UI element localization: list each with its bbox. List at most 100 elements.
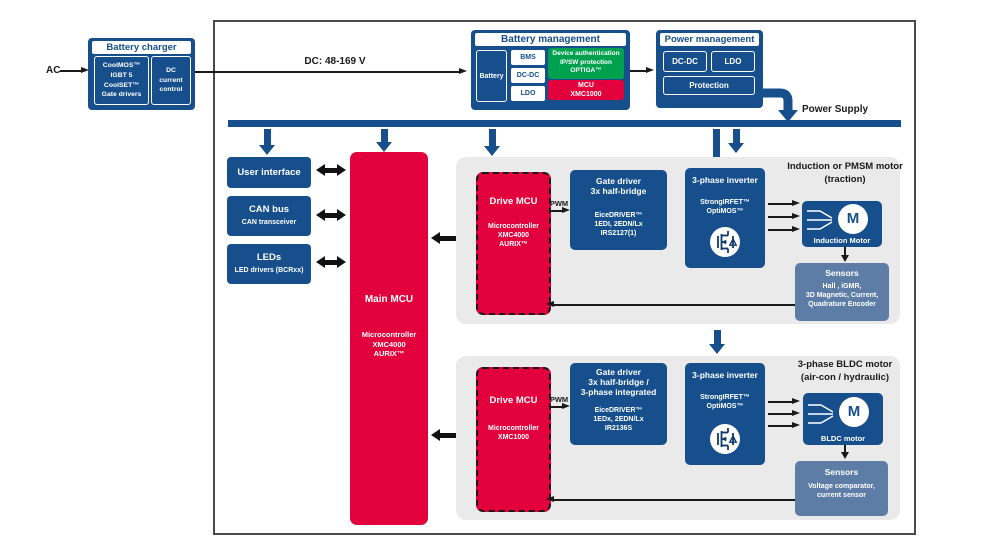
inv1-motor-arrowhead2-icon <box>792 213 800 219</box>
sensors1-title: Sensors <box>825 268 859 278</box>
charger-semiconductors-box: CoolMOS™ IGBT 5 CoolSET™ Gate drivers <box>94 56 149 105</box>
can-bus-block: CAN bus CAN transceiver <box>227 196 311 236</box>
bm-to-pm-line <box>630 70 648 72</box>
drive-mcu2-block: Drive MCU Microcontroller XMC1000 <box>476 367 551 512</box>
bms-box: BMS <box>511 50 545 65</box>
ui-mainmcu-arrow <box>316 164 346 176</box>
sensors1-feedback-arrowhead-icon <box>546 301 554 307</box>
induction-motor-block: M Induction Motor <box>802 201 882 247</box>
inv2-motor-line2 <box>768 413 794 415</box>
inv1-motor-line3 <box>768 229 794 231</box>
motor2-sensors-line <box>844 445 846 453</box>
battery-charger-title: Battery charger <box>92 41 191 54</box>
power-supply-bus <box>228 120 901 127</box>
drive-mcu1-block: Drive MCU Microcontroller XMC4000 AURIX™ <box>476 172 551 315</box>
bus-drop-inverter-arrowhead-icon <box>728 143 744 153</box>
inv1-motor-arrowhead3-icon <box>792 226 800 232</box>
inv2-motor-line1 <box>768 401 794 403</box>
drive-mcu1-title: Drive MCU <box>489 196 538 207</box>
battery-management-title: Battery management <box>475 33 626 46</box>
inv2-motor-arrowhead1-icon <box>792 398 800 404</box>
inv2-motor-arrowhead3-icon <box>792 422 800 428</box>
pwm2-line <box>549 406 564 408</box>
bm-mcu-box: MCU XMC1000 <box>548 80 624 100</box>
power-management-block: Power management DC-DC LDO Protection <box>656 30 763 108</box>
motor1-m-icon: M <box>838 204 868 234</box>
bm-ldo-box: LDO <box>511 86 545 101</box>
leds-sub: LED drivers (BCRxx) <box>234 267 304 274</box>
inverter2-block: 3-phase inverter StrongIRFET™ OptiMOS™ <box>685 363 765 465</box>
motor2-sensors-arrowhead-icon <box>841 452 849 459</box>
motor1-sensors-line <box>844 247 846 256</box>
inverter1-title: 3-phase inverter <box>692 175 758 185</box>
main-mcu-block: Main MCU Microcontroller XMC4000 AURIX™ <box>350 152 428 525</box>
sensors1-feedback-line <box>553 304 795 306</box>
user-interface-block: User interface <box>227 157 311 188</box>
user-interface-label: User interface <box>237 167 301 178</box>
gate-driver2-title: Gate driver 3x half-bridge / 3-phase int… <box>580 367 657 397</box>
bus-drop-mainmcu-arrowhead-icon <box>376 142 392 152</box>
ac-line <box>60 70 84 72</box>
battery-box: Battery <box>476 50 507 102</box>
inverter1-block: 3-phase inverter StrongIRFET™ OptiMOS™ <box>685 168 765 268</box>
sensors2-sub: Voltage comparator, current sensor <box>808 483 875 499</box>
optiga-security-box: Device authentication IP/SW protection O… <box>548 48 624 79</box>
bus-drop-panel1-arrowhead-icon <box>484 146 500 156</box>
gate-driver2-sub: EiceDRIVER™ 1EDx, 2EDN/Lx IR2136S <box>593 407 644 432</box>
gate-driver2-block: Gate driver 3x half-bridge / 3-phase int… <box>570 363 667 445</box>
main-mcu-sub: Microcontroller XMC4000 AURIX™ <box>361 330 417 358</box>
gate-driver1-sub: EiceDRIVER™ 1EDI, 2EDN/Lx IRS2127(1) <box>594 212 643 237</box>
sensors2-block: Sensors Voltage comparator, current sens… <box>795 461 888 516</box>
pwm2-arrowhead-icon <box>562 403 570 409</box>
pwm2-label: PWM <box>549 395 569 404</box>
pm-ldo-box: LDO <box>711 51 755 72</box>
bldc-heading: 3-phase BLDC motor (air-con / hydraulic) <box>797 359 893 383</box>
inv2-motor-arrowhead2-icon <box>792 410 800 416</box>
drive-mcu2-title: Drive MCU <box>489 395 538 406</box>
bldc-motor-block: M BLDC motor <box>803 393 883 445</box>
charger-dc-control-box: DC current control <box>151 56 191 105</box>
system-boundary <box>213 20 916 535</box>
led-mainmcu-arrow <box>316 256 346 268</box>
pm-dcdc-box: DC-DC <box>663 51 707 72</box>
leds-title: LEDs <box>256 252 282 263</box>
bm-dcdc-box: DC-DC <box>511 68 545 83</box>
bus-drop-ui-stem <box>264 129 271 145</box>
motor-winding-icon <box>807 210 833 230</box>
inverter2-title: 3-phase inverter <box>692 370 758 380</box>
pwm1-label: PWM <box>549 199 569 208</box>
battery-charger-block: Battery charger CoolMOS™ IGBT 5 CoolSET™… <box>88 38 195 110</box>
drive-mcu2-sub: Microcontroller XMC1000 <box>488 425 539 441</box>
bldc-motor-label: BLDC motor <box>820 433 866 443</box>
motor1-sensors-arrowhead-icon <box>841 255 849 262</box>
battery-management-block: Battery management Battery BMS DC-DC LDO… <box>471 30 630 110</box>
motor2-m-icon: M <box>839 397 869 427</box>
panel1-to-panel2-arrowhead-icon <box>709 344 725 354</box>
panel1-to-panel2-stem <box>714 330 721 344</box>
motor-winding-icon <box>808 404 834 424</box>
sensors2-feedback-line <box>553 499 795 501</box>
can-bus-sub: CAN transceiver <box>241 219 297 226</box>
power-supply-label: Power Supply <box>801 104 869 115</box>
sensors1-block: Sensors Hall , iGMR, 3D Magnetic, Curren… <box>795 263 889 321</box>
dc-link-label: DC: 48-169 V <box>304 56 366 67</box>
bus-drop-inverter-bar <box>713 129 720 157</box>
inv1-motor-arrowhead1-icon <box>792 200 800 206</box>
pwm1-line <box>549 210 564 212</box>
bus-drop-ui-arrowhead-icon <box>259 145 275 155</box>
bus-drop-panel1-stem <box>489 129 496 146</box>
inverter2-sub: StrongIRFET™ OptiMOS™ <box>700 394 750 410</box>
pm-protection-box: Protection <box>663 76 755 95</box>
induction-motor-label: Induction Motor <box>813 235 871 245</box>
mosfet-icon <box>710 424 740 454</box>
bus-drop-mainmcu-stem <box>381 129 388 142</box>
inverter1-sub: StrongIRFET™ OptiMOS™ <box>700 199 750 215</box>
inv1-motor-line1 <box>768 203 794 205</box>
can-mainmcu-arrow <box>316 209 346 221</box>
dc-link-arrowhead-icon <box>459 68 467 74</box>
can-bus-title: CAN bus <box>248 204 290 215</box>
bus-drop-inverter-stem <box>733 129 740 143</box>
gate-driver1-title: Gate driver 3x half-bridge <box>590 176 647 196</box>
drive-mcu1-sub: Microcontroller XMC4000 AURIX™ <box>488 223 539 248</box>
